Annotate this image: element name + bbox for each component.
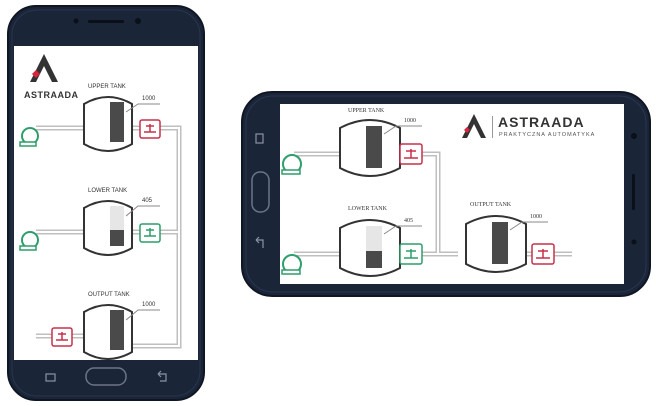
- pump-icon[interactable]: [19, 127, 39, 147]
- brand-name: ASTRAADA: [24, 90, 79, 100]
- landscape-output-tank: [465, 215, 527, 273]
- brand-logo-icon: [462, 114, 493, 138]
- upper-tank-value: 1000: [142, 96, 156, 102]
- landscape-lower-tank: [339, 219, 401, 277]
- pump-icon[interactable]: [281, 254, 302, 275]
- home-button-icon[interactable]: [85, 367, 127, 386]
- portrait-output-tank: [83, 304, 133, 360]
- landscape-brand-tagline: PRAKTYCZNA AUTOMATYKA: [499, 132, 596, 138]
- recent-apps-icon[interactable]: [255, 133, 264, 144]
- valve-icon[interactable]: [51, 327, 73, 347]
- valve-icon[interactable]: [139, 119, 161, 139]
- landscape-lower-tank-value: 405: [404, 218, 413, 224]
- back-icon[interactable]: [157, 370, 167, 382]
- brand-logo-icon: [30, 54, 58, 82]
- landscape-output-tank-label: OUTPUT TANK: [470, 202, 512, 208]
- landscape-screen: ASTRAADA PRAKTYCZNA AUTOMATYKA UPPER TAN…: [280, 104, 624, 284]
- lower-tank-value: 405: [142, 198, 153, 204]
- pump-icon[interactable]: [281, 154, 302, 175]
- portrait-nav: [45, 367, 167, 386]
- valve-icon[interactable]: [531, 243, 555, 265]
- valve-icon[interactable]: [399, 243, 423, 265]
- landscape-upper-tank-value: 1000: [404, 118, 416, 124]
- landscape-upper-tank: [339, 119, 401, 177]
- upper-tank-label: UPPER TANK: [88, 84, 126, 90]
- back-icon[interactable]: [255, 236, 264, 248]
- lower-tank-label: LOWER TANK: [88, 188, 128, 194]
- pump-icon[interactable]: [19, 231, 39, 251]
- landscape-nav: [251, 133, 270, 248]
- valve-icon[interactable]: [139, 223, 161, 243]
- landscape-lower-tank-label: LOWER TANK: [348, 206, 387, 212]
- landscape-upper-tank-label: UPPER TANK: [348, 108, 385, 114]
- recent-apps-icon[interactable]: [45, 373, 56, 382]
- phone-portrait: ASTRAADA UPPER TANK 1000 LOWER TANK 405 …: [6, 4, 206, 402]
- output-tank-label: OUTPUT TANK: [88, 292, 130, 298]
- portrait-screen: ASTRAADA UPPER TANK 1000 LOWER TANK 405 …: [14, 46, 198, 360]
- landscape-brand-name: ASTRAADA: [498, 114, 585, 130]
- home-button-icon[interactable]: [251, 171, 270, 213]
- output-tank-value: 1000: [142, 302, 156, 308]
- phone-landscape: ASTRAADA PRAKTYCZNA AUTOMATYKA UPPER TAN…: [240, 90, 652, 298]
- portrait-lower-tank: [83, 200, 133, 256]
- portrait-upper-tank: [83, 96, 133, 152]
- valve-icon[interactable]: [399, 143, 423, 165]
- landscape-output-tank-value: 1000: [530, 214, 542, 220]
- landscape-hmi: [281, 114, 572, 277]
- portrait-hmi: [19, 54, 182, 360]
